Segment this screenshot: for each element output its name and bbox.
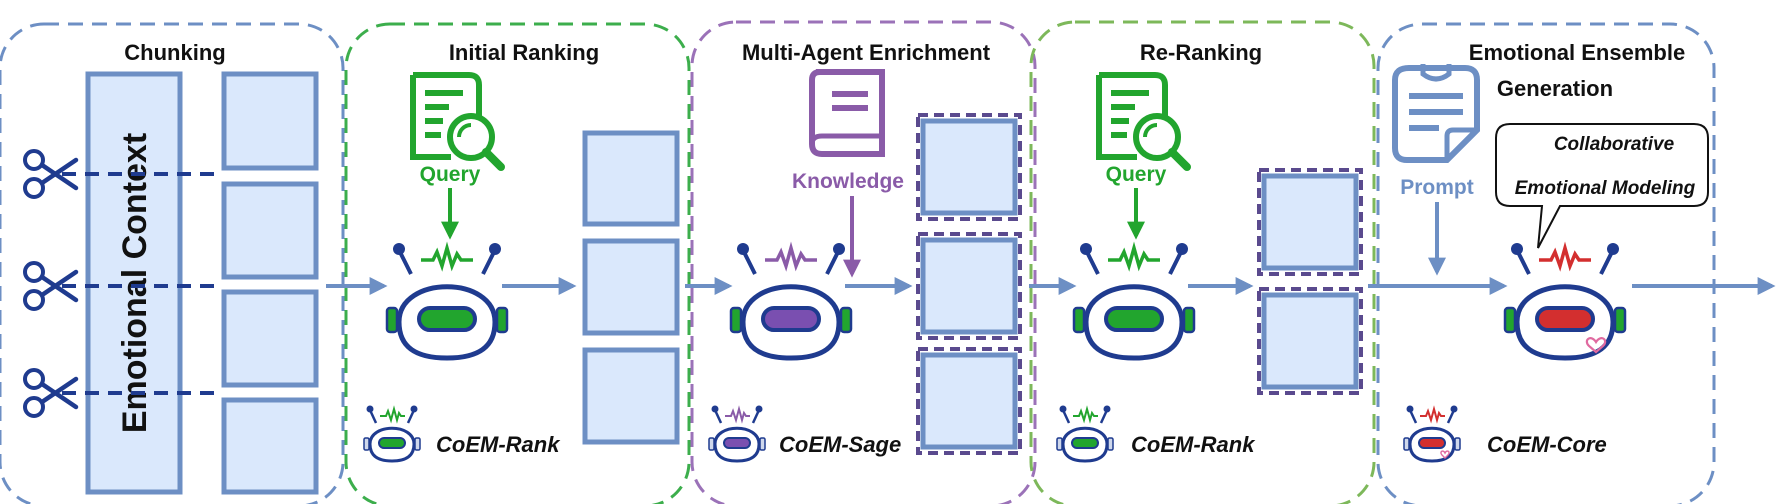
enriched-box bbox=[920, 118, 1018, 216]
stage-title-generation-line2: Generation bbox=[1497, 76, 1613, 101]
query-label: Query bbox=[420, 163, 481, 186]
robot-icon bbox=[387, 243, 507, 358]
robot-icon bbox=[731, 243, 851, 358]
reranked-box-outline bbox=[1257, 168, 1363, 276]
scissors-icon bbox=[23, 368, 79, 418]
agent-name-core: CoEM-Core bbox=[1487, 432, 1607, 457]
stage-title-chunking: Chunking bbox=[124, 40, 225, 65]
bubble-line1: Collaborative bbox=[1554, 134, 1675, 155]
reranked-box-outline bbox=[1257, 287, 1363, 395]
enriched-box bbox=[920, 237, 1018, 335]
speech-bubble: Collaborative Emotional Modeling bbox=[1495, 123, 1709, 249]
stage-generation-border bbox=[1376, 22, 1716, 504]
prompt-clipboard-icon bbox=[1392, 64, 1480, 163]
chunk-box bbox=[221, 289, 319, 388]
ranked-box bbox=[582, 130, 680, 227]
small-robot-icon bbox=[1055, 404, 1115, 463]
reranking-stage: Query CoEM-Rank bbox=[1055, 75, 1363, 463]
reranked-box bbox=[1261, 292, 1359, 390]
enriched-box-outline bbox=[916, 347, 1022, 455]
scissors-icon bbox=[23, 149, 79, 199]
stage-title-generation-line1: Emotional Ensemble bbox=[1469, 40, 1685, 65]
stage-enrichment-border bbox=[690, 20, 1037, 504]
stage-reranking-border bbox=[1029, 20, 1376, 504]
ranked-box bbox=[582, 347, 680, 445]
robot-icon bbox=[1074, 243, 1194, 358]
robot-icon bbox=[1505, 243, 1625, 358]
stage-title-initial-ranking: Initial Ranking bbox=[449, 40, 599, 65]
agent-name-rank: CoEM-Rank bbox=[1131, 432, 1256, 457]
agent-name-rank: CoEM-Rank bbox=[436, 432, 561, 457]
small-robot-icon bbox=[707, 404, 767, 463]
enriched-box-outline bbox=[916, 113, 1022, 221]
query-document-icon bbox=[1099, 75, 1187, 167]
stage-initial-ranking-border bbox=[344, 22, 691, 504]
stage-title-reranking: Re-Ranking bbox=[1140, 40, 1262, 65]
knowledge-label: Knowledge bbox=[792, 170, 904, 193]
scissors-icon bbox=[23, 261, 79, 311]
generation-stage: Prompt Collaborative Emotional Modeling … bbox=[1392, 64, 1709, 463]
chunk-box bbox=[221, 71, 319, 171]
query-label: Query bbox=[1106, 163, 1167, 186]
enriched-box-outline bbox=[916, 232, 1022, 340]
emotional-context-block bbox=[85, 71, 183, 495]
emotional-context-label: Emotional Context bbox=[116, 133, 154, 433]
small-robot-icon bbox=[362, 404, 422, 463]
stage-title-enrichment: Multi-Agent Enrichment bbox=[742, 40, 991, 65]
enriched-box bbox=[920, 352, 1018, 450]
small-robot-icon bbox=[1402, 404, 1462, 463]
chunk-box bbox=[221, 397, 319, 495]
query-document-icon bbox=[413, 75, 501, 167]
book-icon bbox=[809, 69, 885, 157]
reranked-box bbox=[1261, 173, 1359, 271]
chunk-box bbox=[221, 181, 319, 280]
prompt-label: Prompt bbox=[1400, 176, 1474, 199]
ranked-box bbox=[582, 238, 680, 336]
agent-name-sage: CoEM-Sage bbox=[779, 432, 901, 457]
initial-ranking-stage: Query CoEM-Rank bbox=[362, 75, 680, 463]
chunking-stage: Emotional Context bbox=[23, 71, 319, 495]
stage-chunking-border bbox=[0, 22, 345, 504]
enrichment-stage: Knowledge CoEM-Sage bbox=[707, 69, 1022, 463]
bubble-line2: Emotional Modeling bbox=[1515, 178, 1696, 199]
